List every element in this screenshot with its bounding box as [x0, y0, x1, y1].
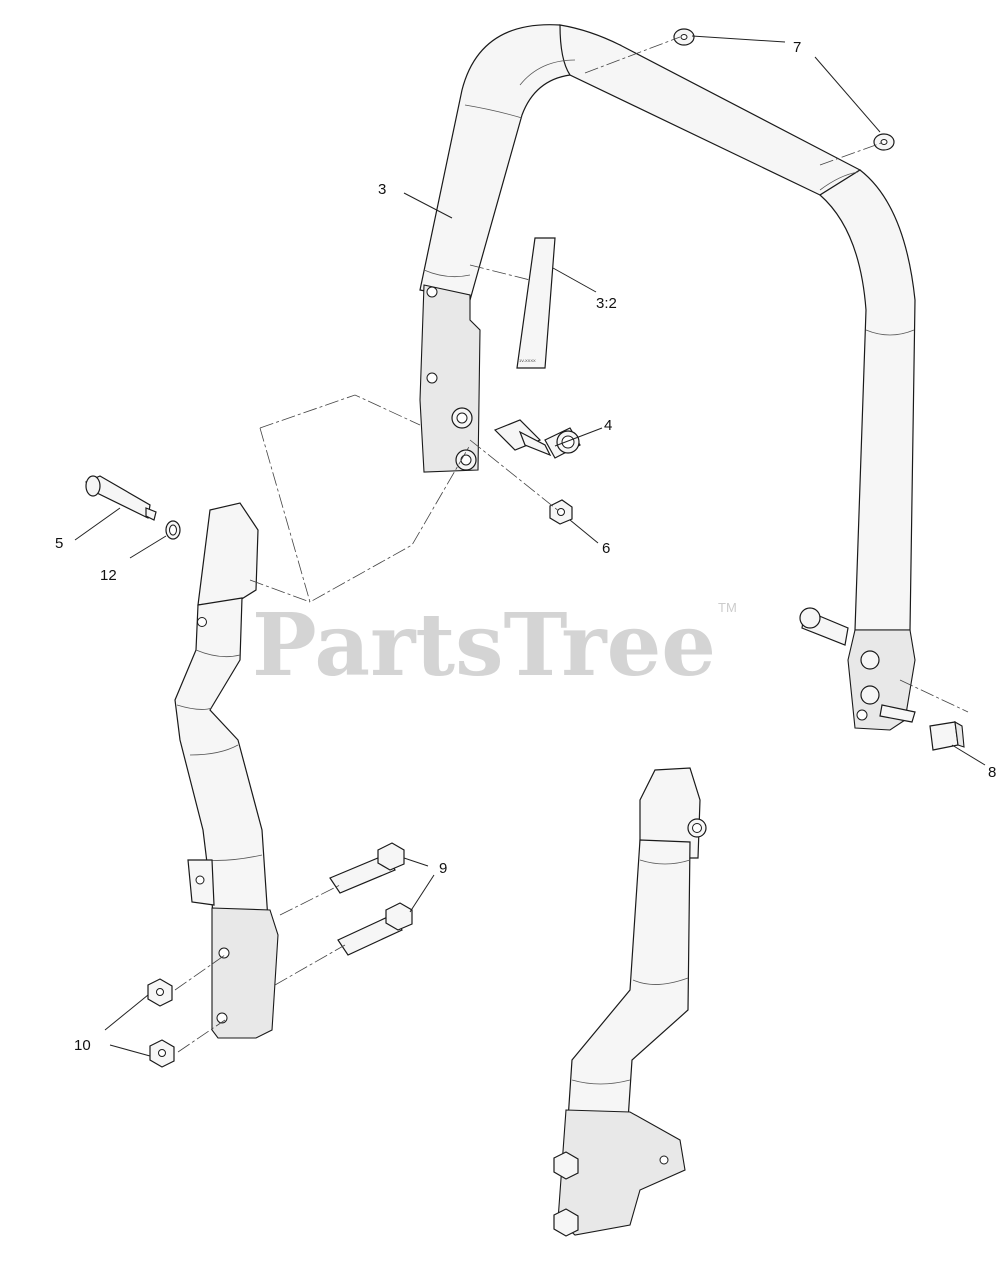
callout-10: 10	[74, 1037, 91, 1054]
callout-3-2: 3:2	[596, 295, 617, 312]
callout-4: 4	[604, 417, 612, 434]
upper-roll-bar	[419, 24, 916, 731]
bolts-9	[329, 842, 413, 956]
bumper-caps-7	[673, 28, 895, 151]
callout-5: 5	[55, 535, 63, 552]
flange-nut-6	[549, 499, 573, 525]
callout-6: 6	[602, 540, 610, 557]
lock-pin-assembly	[493, 419, 581, 459]
ring-clip-12	[165, 520, 181, 540]
watermark-text: PartsTree	[252, 595, 716, 696]
lower-right-roll-bar	[553, 767, 707, 1237]
clevis-pin-5	[84, 475, 157, 521]
callout-3: 3	[378, 181, 386, 198]
callout-7: 7	[793, 39, 801, 56]
callout-12: 12	[100, 567, 117, 584]
nuts-10	[147, 978, 175, 1068]
decal-text: 1V-XXXX	[519, 358, 536, 363]
callout-9: 9	[439, 860, 447, 877]
knob-8	[929, 720, 965, 751]
leader-lines	[74, 35, 986, 1057]
decal-label: 1V-XXXX	[516, 237, 556, 369]
watermark-trademark: TM	[718, 600, 737, 615]
callout-labels: 3 3:2 4 5 6 7 8 9 10 12	[55, 39, 996, 1054]
alignment-lines	[174, 36, 969, 1053]
callout-8: 8	[988, 764, 996, 781]
lower-left-roll-bar	[174, 502, 279, 1039]
